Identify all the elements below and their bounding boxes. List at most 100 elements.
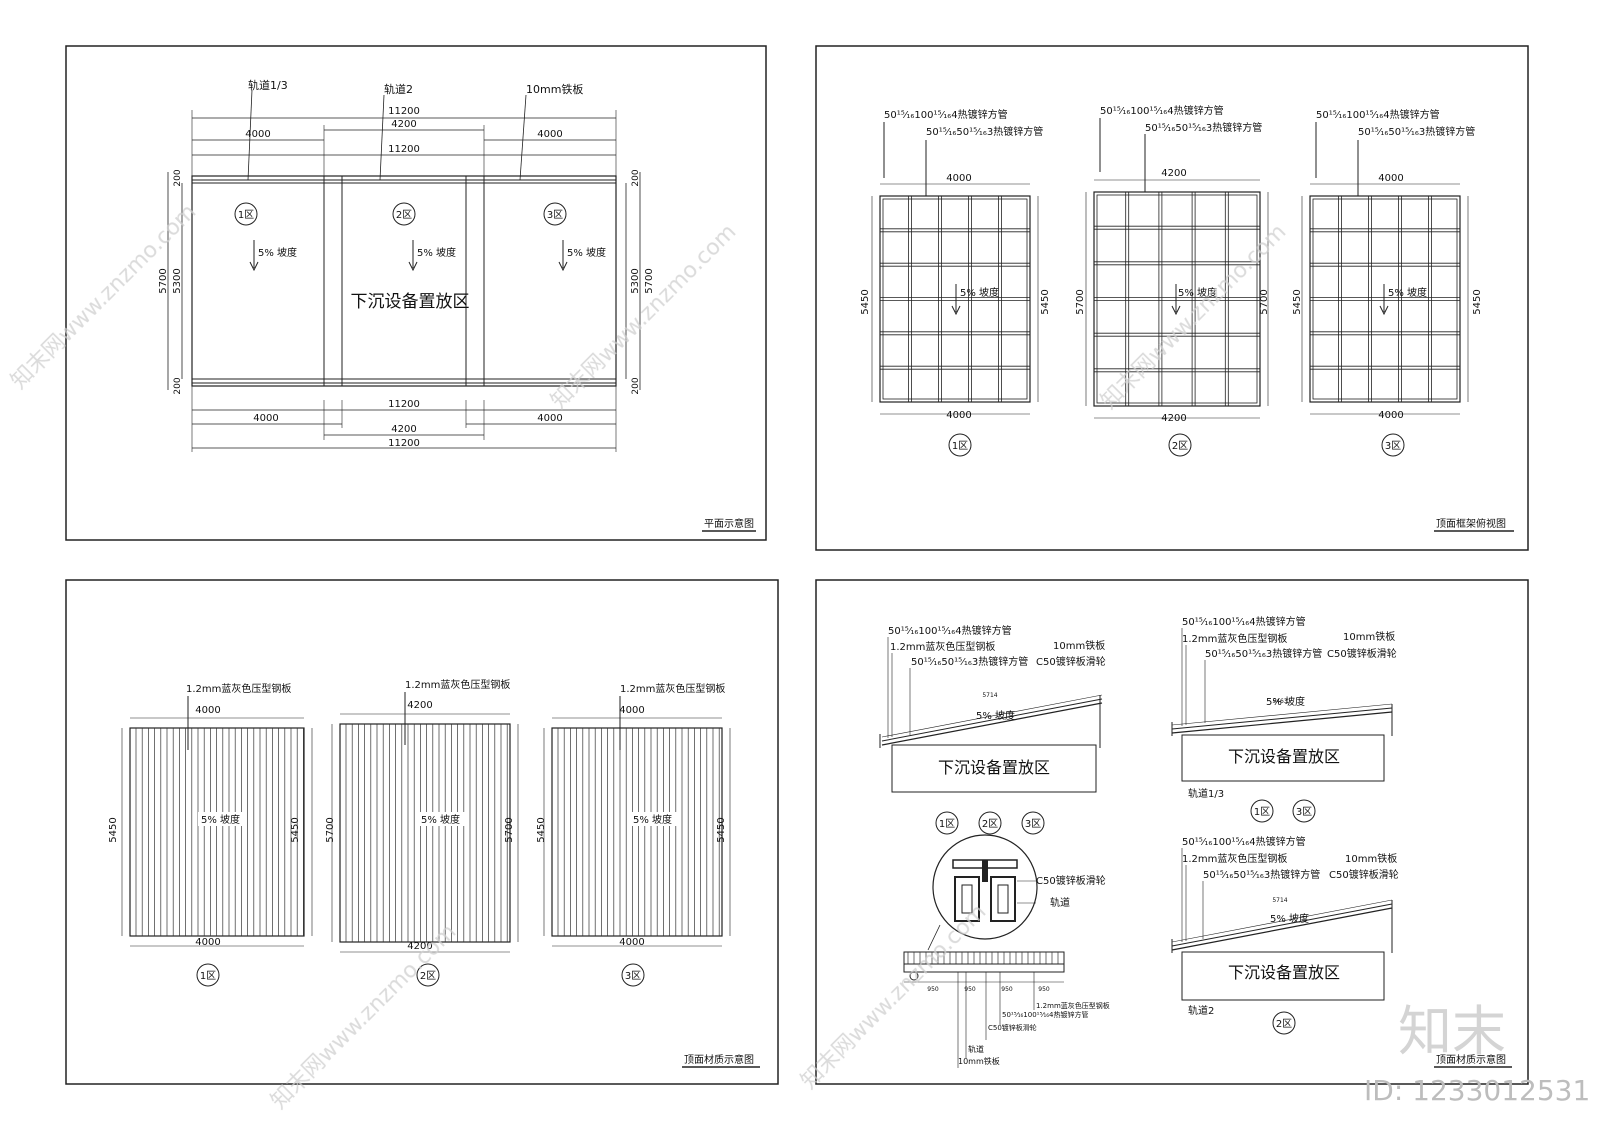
section-a-tube3: 50¹⁵⁄₁₆50¹⁵⁄₁₆3热镀锌方管: [911, 655, 1028, 668]
material-2-w-top: 4200: [407, 700, 432, 711]
detail-wheel-2: C50镀锌板滑轮: [988, 1023, 1037, 1032]
plan-dim-right-5300: 5300: [630, 268, 641, 293]
panel-material-border: [65, 579, 779, 1085]
material-caption: 顶面材质示意图: [684, 1053, 754, 1066]
section-b-steel: 1.2mm蓝灰色压型钢板: [1182, 632, 1287, 645]
frame-3-w-bot: 4000: [1378, 410, 1403, 421]
section-a-slope: 5% 坡度: [976, 709, 1015, 722]
detail-dim-2: 950: [964, 986, 976, 993]
material-2-h-left: 5700: [325, 817, 336, 842]
section-a-zone-3: 3区: [1025, 818, 1041, 830]
watermark-1: 知末网www.znzmo.com: [7, 199, 202, 394]
plan-zone-3: 3区: [547, 209, 563, 221]
section-a-zone-1: 1区: [939, 818, 955, 830]
plan-dim-bot-mid: 4200: [391, 424, 416, 435]
section-b-rail: 轨道1/3: [1188, 787, 1224, 800]
plan-dim-left-5300: 5300: [172, 268, 183, 293]
frame-grid-3: [1309, 195, 1461, 403]
material-slope-3: 5% 坡度: [633, 813, 672, 826]
detail-wheel: C50镀锌板滑轮: [1036, 874, 1106, 887]
detail-plate: 10mm铁板: [958, 1056, 1000, 1066]
frame-1-w-bot: 4000: [946, 410, 971, 421]
section-c-tube3: 50¹⁵⁄₁₆50¹⁵⁄₁₆3热镀锌方管: [1203, 868, 1320, 881]
section-c-tube4: 50¹⁵⁄₁₆100¹⁵⁄₁₆4热镀锌方管: [1182, 835, 1306, 848]
material-1-w-bot: 4000: [195, 937, 220, 948]
section-c-steel: 1.2mm蓝灰色压型钢板: [1182, 852, 1287, 865]
watermark-4: 知末网www.znzmo.com: [267, 919, 462, 1114]
detail-ribs: [907, 952, 1059, 964]
plan-zone-2: 2区: [396, 209, 412, 221]
frame-grid-2: [1093, 191, 1261, 407]
plan-dim-left-5700: 5700: [158, 268, 169, 293]
plan-rail-right: [465, 175, 485, 387]
plan-caption: 平面示意图: [704, 517, 754, 530]
section-b-tube4: 50¹⁵⁄₁₆100¹⁵⁄₁₆4热镀锌方管: [1182, 615, 1306, 628]
plan-dim-right-5700: 5700: [644, 268, 655, 293]
section-a-center: 下沉设备置放区: [938, 758, 1050, 777]
frame-1-h-right: 5450: [1040, 289, 1051, 314]
frame-1-tube3: 50¹⁵⁄₁₆50¹⁵⁄₁₆3热镀锌方管: [926, 125, 1043, 138]
section-b-length: 5463: [1272, 698, 1287, 705]
detail-dim-3: 950: [1001, 986, 1013, 993]
frame-zone-1: 1区: [952, 440, 968, 452]
frame-2-w-bot: 4200: [1161, 413, 1186, 424]
section-a: 50¹⁵⁄₁₆100¹⁵⁄₁₆4热镀锌方管 1.2mm蓝灰色压型钢板 50¹⁵⁄…: [879, 624, 1106, 835]
frame-3-tube3: 50¹⁵⁄₁₆50¹⁵⁄₁₆3热镀锌方管: [1358, 125, 1475, 138]
section-a-tube4: 50¹⁵⁄₁₆100¹⁵⁄₁₆4热镀锌方管: [888, 624, 1012, 637]
plan-dim-top-right: 4000: [537, 129, 562, 140]
plan-dim-top-mid: 4200: [391, 119, 416, 130]
section-b-zone-1: 1区: [1254, 806, 1270, 818]
material-1-h-left: 5450: [108, 817, 119, 842]
plan-dim-right-200b: 200: [631, 377, 641, 394]
frame-slope-3: 5% 坡度: [1388, 286, 1427, 299]
plan-slope-3: 5% 坡度: [567, 246, 606, 259]
section-c-zone-2: 2区: [1276, 1018, 1292, 1030]
frame-3-tube4: 50¹⁵⁄₁₆100¹⁵⁄₁₆4热镀锌方管: [1316, 108, 1440, 121]
material-sheet-1: [129, 727, 305, 937]
plan-label-rail2: 轨道2: [384, 82, 413, 96]
section-c-length: 5714: [1272, 897, 1287, 904]
detail-dim-1: 950: [927, 986, 939, 993]
material-sheet-2: [339, 723, 511, 943]
section-a-zone-2: 2区: [982, 818, 998, 830]
plan-label-plate: 10mm铁板: [526, 82, 583, 96]
panel-section-border: [815, 579, 1529, 1085]
frame-2-tube4: 50¹⁵⁄₁₆100¹⁵⁄₁₆4热镀锌方管: [1100, 104, 1224, 117]
material-2-steel: 1.2mm蓝灰色压型钢板: [405, 678, 510, 691]
section-c-rail: 轨道2: [1188, 1004, 1214, 1017]
material-3-w-bot: 4000: [619, 937, 644, 948]
section-a-length: 5714: [982, 692, 997, 699]
material-2-h-right: 5700: [504, 817, 515, 842]
section-b-center: 下沉设备置放区: [1228, 747, 1340, 766]
material-slope-1: 5% 坡度: [201, 813, 240, 826]
material-sheet-3: [551, 727, 723, 937]
plan-slope-1: 5% 坡度: [258, 246, 297, 259]
frame-1-h-left: 5450: [860, 289, 871, 314]
material-1-h-right: 5450: [290, 817, 301, 842]
frame-slope-2: 5% 坡度: [1178, 286, 1217, 299]
panel-frame-border: [815, 45, 1529, 551]
frame-3-h-right: 5450: [1472, 289, 1483, 314]
detail-dim-4: 950: [1038, 986, 1050, 993]
frame-caption: 顶面框架俯视图: [1436, 517, 1506, 530]
material-zone-2: 2区: [420, 970, 436, 982]
plan-dim-right-200a: 200: [631, 169, 641, 186]
frame-2-h-right: 5700: [1259, 289, 1270, 314]
plan-slope-2: 5% 坡度: [417, 246, 456, 259]
section-a-plate: 10mm铁板: [1053, 639, 1105, 652]
material-1-w-top: 4000: [195, 705, 220, 716]
panel-plan-border: [65, 45, 767, 541]
frame-3-w-top: 4000: [1378, 173, 1403, 184]
plan-rail-left: [323, 175, 343, 387]
detail-rail-2: 轨道: [968, 1044, 984, 1054]
plan-label-rail13: 轨道1/3: [248, 78, 288, 92]
material-1-steel: 1.2mm蓝灰色压型钢板: [186, 682, 291, 695]
section-a-steel: 1.2mm蓝灰色压型钢板: [890, 640, 995, 653]
frame-1-w-top: 4000: [946, 173, 971, 184]
frame-slope-1: 5% 坡度: [960, 286, 999, 299]
plan-dim-bot-total2: 11200: [388, 438, 420, 449]
frame-1-tube4: 50¹⁵⁄₁₆100¹⁵⁄₁₆4热镀锌方管: [884, 108, 1008, 121]
plan-dim-bot-right: 4000: [537, 413, 562, 424]
panel-section: 50¹⁵⁄₁₆100¹⁵⁄₁₆4热镀锌方管 1.2mm蓝灰色压型钢板 50¹⁵⁄…: [815, 579, 1529, 1085]
section-b-slope: 5% 坡度: [1266, 695, 1305, 708]
